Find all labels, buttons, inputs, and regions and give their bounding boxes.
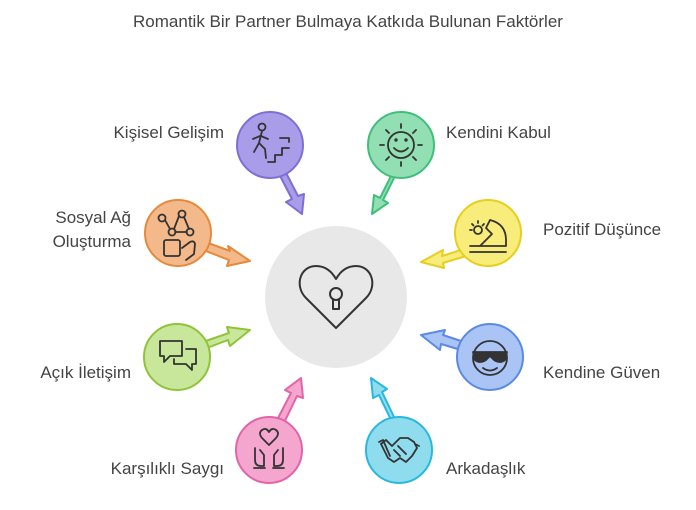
label-karsilikli-saygi: Karşılıklı Saygı — [110, 459, 224, 478]
cool-face-icon — [472, 340, 508, 376]
factor-karsilikli-saygi — [235, 416, 303, 484]
handshake-icon — [378, 437, 420, 463]
arrow-karsilikli-saygi — [275, 377, 304, 426]
label-kendini-kabul: Kendini Kabul — [446, 123, 551, 142]
factor-kendine-guven — [456, 323, 524, 391]
arrow-kendini-kabul — [371, 171, 397, 215]
smiling-sun-icon — [379, 123, 423, 167]
label-kendine-guven: Kendine Güven — [543, 363, 661, 382]
label-acik-iletisim: Açık İletişim — [40, 363, 131, 382]
factor-kendini-kabul — [367, 111, 435, 179]
center-circle — [265, 226, 407, 368]
heart-keyhole-icon — [298, 265, 374, 329]
factor-pozitif-dusunce — [454, 199, 522, 267]
factor-sosyal-ag — [144, 199, 212, 267]
arrow-arkadaslik — [370, 377, 396, 423]
factor-acik-iletisim — [143, 323, 211, 391]
climbing-stairs-icon — [252, 122, 290, 163]
factor-kisisel-gelisim — [236, 111, 304, 179]
network-hand-icon — [157, 209, 196, 261]
factor-arkadaslik — [365, 416, 433, 484]
diagram-title: Romantik Bir Partner Bulmaya Katkıda Bul… — [133, 12, 563, 31]
heart-hands-icon — [253, 427, 285, 469]
label-sosyal-ag: Sosyal Ağ Oluşturma — [52, 208, 131, 251]
label-arkadaslik: Arkadaşlık — [446, 459, 526, 478]
chat-bubbles-icon — [159, 340, 197, 371]
label-kisisel-gelisim: Kişisel Gelişim — [113, 123, 224, 142]
label-pozitif-dusunce: Pozitif Düşünce — [543, 220, 662, 239]
sunrise-icon — [469, 219, 507, 253]
